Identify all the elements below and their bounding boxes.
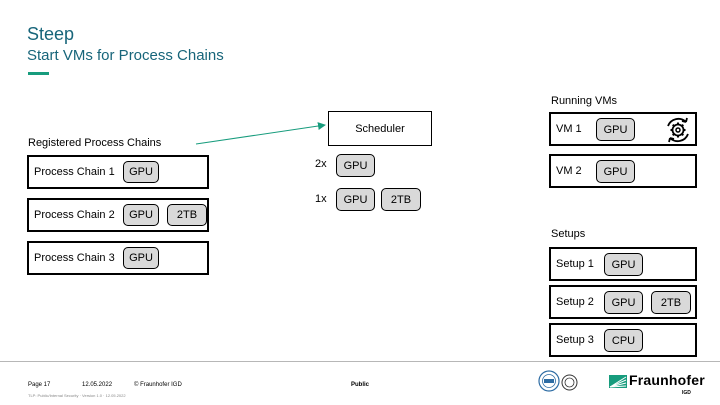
- fraunhofer-logo-text: Fraunhofer: [629, 372, 705, 388]
- setup-2[interactable]: Setup 2 GPU 2TB: [549, 285, 697, 319]
- setups-heading: Setups: [551, 228, 586, 240]
- demand-multiplier: 1x: [315, 193, 327, 205]
- demand-multiplier: 2x: [315, 158, 327, 170]
- gpu-chip: GPU: [596, 160, 635, 183]
- gpu-chip: GPU: [596, 118, 635, 141]
- process-chain-2[interactable]: Process Chain 2 GPU 2TB: [27, 198, 209, 232]
- gpu-chip: GPU: [604, 253, 643, 276]
- running-vms-heading: Running VMs: [551, 95, 618, 107]
- gpu-chip: GPU: [123, 161, 159, 183]
- scheduler-label: Scheduler: [355, 122, 405, 135]
- setup-label: Setup 3: [556, 334, 594, 346]
- slide-title: Steep: [27, 24, 75, 44]
- process-chain-3[interactable]: Process Chain 3 GPU: [27, 241, 209, 275]
- process-chain-label: Process Chain 1: [34, 166, 115, 178]
- footer-fine-print: TLP: Public/Internal Security · Version …: [28, 393, 126, 398]
- gear-cycle-icon: [667, 117, 689, 143]
- footer-divider: [0, 361, 720, 362]
- slide-subtitle: Start VMs for Process Chains: [27, 47, 224, 64]
- storage-chip: 2TB: [381, 188, 421, 211]
- vm-label: VM 1: [556, 123, 582, 135]
- page-number: Page 17: [28, 382, 51, 388]
- title-accent-bar: [28, 72, 49, 75]
- storage-chip: 2TB: [651, 291, 691, 314]
- footer-classification: Public: [351, 382, 370, 388]
- setup-1[interactable]: Setup 1 GPU: [549, 247, 697, 281]
- process-chain-1[interactable]: Process Chain 1 GPU: [27, 155, 209, 189]
- storage-chip: 2TB: [167, 204, 207, 226]
- gpu-chip: GPU: [336, 154, 375, 177]
- setup-label: Setup 2: [556, 296, 594, 308]
- institute-label: IGD: [682, 390, 691, 396]
- footer-copyright: © Fraunhofer IGD: [134, 382, 182, 388]
- gpu-chip: GPU: [336, 188, 375, 211]
- gpu-chip: GPU: [123, 247, 159, 269]
- cpu-chip: CPU: [604, 329, 643, 352]
- setup-label: Setup 1: [556, 258, 594, 270]
- vm-2[interactable]: VM 2 GPU: [549, 154, 697, 188]
- setup-3[interactable]: Setup 3 CPU: [549, 323, 697, 357]
- certification-badge-icon: [561, 374, 578, 391]
- certification-seal-icon: [538, 370, 560, 392]
- process-chain-label: Process Chain 2: [34, 209, 115, 221]
- gpu-chip: GPU: [604, 291, 643, 314]
- vm-1[interactable]: VM 1 GPU: [549, 112, 697, 146]
- footer-date: 12.05.2022: [82, 382, 113, 388]
- fraunhofer-logo-icon: [609, 375, 627, 388]
- vm-label: VM 2: [556, 165, 582, 177]
- scheduler-box[interactable]: Scheduler: [328, 111, 432, 146]
- gpu-chip: GPU: [123, 204, 159, 226]
- process-chain-label: Process Chain 3: [34, 252, 115, 264]
- registered-heading: Registered Process Chains: [28, 137, 162, 149]
